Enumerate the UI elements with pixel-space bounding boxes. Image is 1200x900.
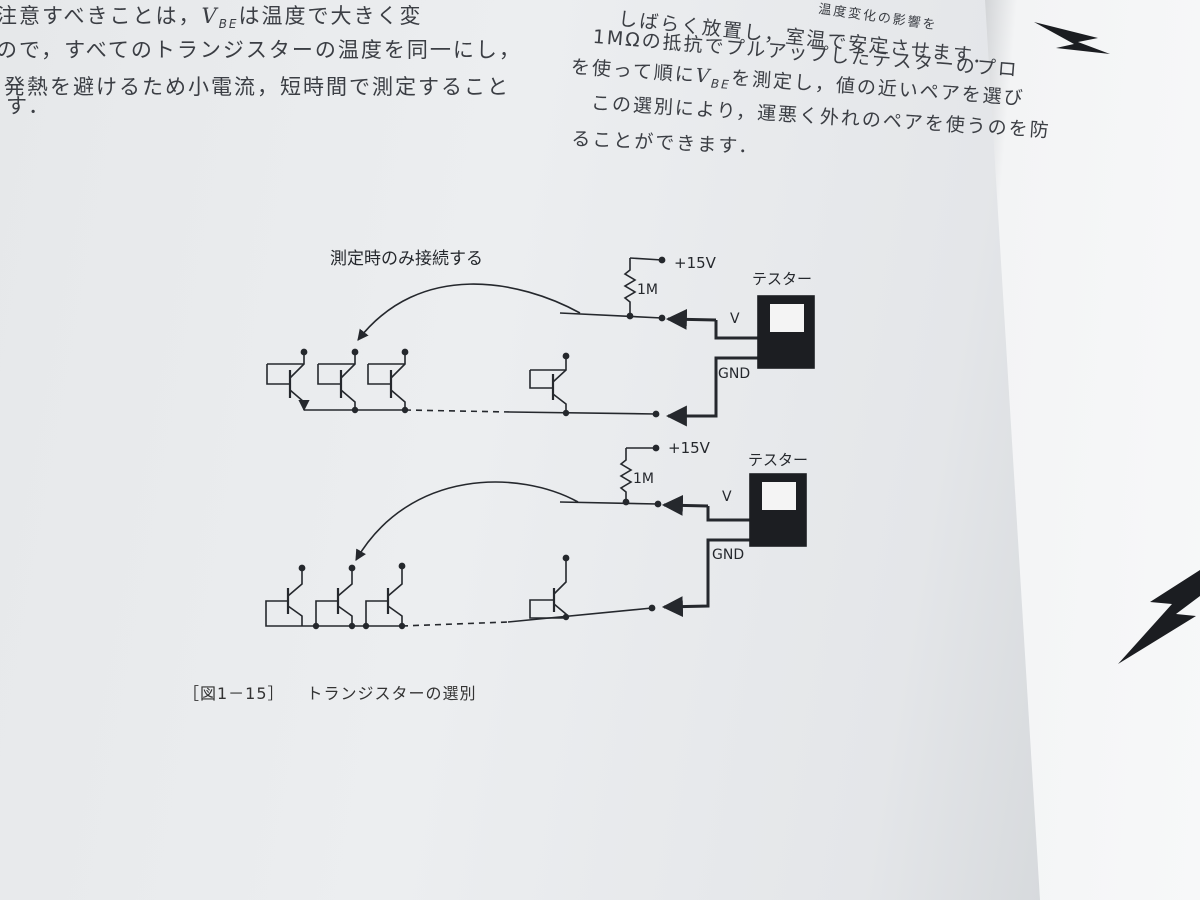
v-terminal-bottom xyxy=(654,500,662,508)
emitter-bus-dashed-bottom xyxy=(401,621,509,627)
supply-label-top: +15V xyxy=(674,254,717,272)
tester-screen-bottom xyxy=(762,482,796,510)
text-line-3: 発熱を避けるため小電流，短時間で測定すること xyxy=(4,75,510,99)
gnd-label-top: GND xyxy=(718,366,750,382)
emitter-bus-dashed-top xyxy=(404,409,511,413)
transistor-q2-top xyxy=(317,348,359,410)
v-label-bottom: V xyxy=(722,489,732,505)
supply-terminal-bottom xyxy=(652,444,660,452)
gnd-terminal-top xyxy=(652,410,660,418)
gnd-terminal-bottom xyxy=(648,604,656,612)
transistor-q3-top xyxy=(367,348,409,410)
v-label-top: V xyxy=(730,311,740,327)
supply-terminal-top xyxy=(658,256,666,264)
supply-wire-top xyxy=(629,257,663,261)
figure-number: ［図1－15］ xyxy=(183,684,285,703)
probe-v-lead-bottom xyxy=(706,506,754,522)
circuit-top: 測定時のみ接続する +15V 1M xyxy=(266,249,815,427)
probe-gnd-lead-top xyxy=(665,356,762,427)
gnd-label-bottom: GND xyxy=(712,547,744,563)
text-line-1: 注意すべきことは，VBEは温度で大きく変 xyxy=(0,4,423,32)
transistor-q1-top xyxy=(266,348,310,412)
tester-screen-top xyxy=(770,304,804,332)
supply-label-bottom: +15V xyxy=(668,439,711,457)
v-terminal-top xyxy=(658,314,666,322)
transistor-qn-bottom xyxy=(529,554,570,620)
resistor-label-top: 1M xyxy=(637,282,658,298)
transistor-q2-bottom xyxy=(315,564,356,626)
book-page xyxy=(0,0,1040,900)
resistor-1m-bottom xyxy=(619,448,633,502)
move-arrow-bottom xyxy=(355,481,579,561)
tester-label-bottom: テスター xyxy=(748,451,808,469)
probe-gnd-lead-bottom xyxy=(661,538,754,618)
transistor-qn-top xyxy=(529,352,570,412)
text-line-4: す． xyxy=(6,94,52,118)
circuit-bottom: +15V 1M xyxy=(265,439,808,630)
resistor-1m-top xyxy=(623,258,637,316)
figure-title: トランジスターの選別 xyxy=(306,684,477,703)
figure-caption: ［図1－15］ トランジスターの選別 xyxy=(183,680,499,704)
annotation-connect-only: 測定時のみ接続する xyxy=(330,249,483,269)
transistor-q1-bottom xyxy=(265,564,306,627)
probe-v-lead-top xyxy=(714,320,762,340)
move-arrow-top xyxy=(357,283,581,341)
text-line-2: ので，すべてのトランジスターの温度を同一にし， xyxy=(0,38,522,62)
transistor-q3-bottom xyxy=(365,562,406,626)
resistor-label-bottom: 1M xyxy=(633,471,654,487)
base-wire-bottom xyxy=(559,501,659,505)
tester-label-top: テスター xyxy=(752,270,812,288)
base-wire-top xyxy=(559,312,663,319)
decorative-bolt-icon xyxy=(1034,22,1200,664)
vbe-symbol: VBE xyxy=(201,4,239,32)
